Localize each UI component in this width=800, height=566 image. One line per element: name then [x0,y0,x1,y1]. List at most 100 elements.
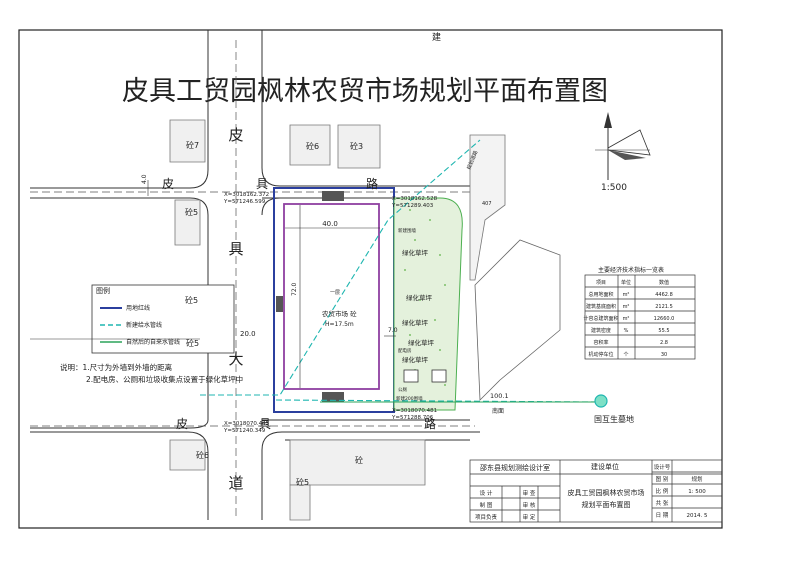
north-road-char: 皮 [162,177,174,191]
east-block [469,134,506,281]
road-centerlines [30,40,475,520]
green-label: 绿化草坪 [408,338,435,347]
table-cell: 总用地面积 [588,291,613,298]
tb-right-value: 规划 [691,475,702,483]
west-road-char: 皮 [228,126,243,144]
building-label: 砼5 [185,207,198,217]
tb-right-value: 1: 500 [688,489,706,495]
tb-institute: 邵东县规划测绘设计室 [480,463,550,472]
coord-y: Y=571288.706 [391,415,434,421]
site-side-note: 配电房 [398,347,412,354]
drawing-frame [18,29,723,529]
south-road-char: 具 [259,417,271,431]
market-building-outline [283,203,380,390]
coord-y: Y=571289.403 [391,203,434,209]
gate-marks [276,191,344,402]
table-cell: 55.5 [658,328,669,334]
south-road-char: 路 [424,416,436,431]
table-cell: 机动停车位 [588,351,613,358]
drawing-title: 皮具工贸园枫林农贸市场规划平面布置图 [122,76,608,107]
tb-role-left: 项目负责 [475,513,498,521]
table-cell: 2.8 [660,340,668,346]
table-cell: % [624,328,629,334]
building-label: 砼5 [296,477,309,487]
legend-box [91,284,235,354]
table-header: 单位 [621,279,631,286]
coord-x: X=3018070.481 [392,408,437,414]
green-label: 绿化草坪 [402,318,429,327]
cemetery-marker [594,394,608,408]
scale-label: 1:500 [601,183,627,193]
tb-role-left: 制 图 [480,501,493,509]
green-label: 绿化草坪 [402,355,429,364]
green-label: 绿化草坪 [402,248,429,257]
legend-label-water-old: 自然后的自来水管线 [126,339,181,346]
east-block-label: 407 [482,201,492,207]
power-room [431,369,447,383]
building-label: 砼5 [186,338,199,348]
pipe-distance: 100.1 [490,392,509,400]
green-label: 绿化草坪 [406,293,433,302]
south-road-right-label: 南面 [492,407,504,415]
coord-y: Y=571240.349 [223,428,266,434]
north-road-width: 4.0 [141,174,148,184]
dimension-lines [30,180,396,388]
site-side-note: 新建围墙 [398,227,416,234]
note-2: 2.配电房、公厕和垃圾收集点设置于绿化草坪中 [86,375,244,384]
title-block-text: 邵东县规划测绘设计室建设单位皮具工贸园枫林农贸市场规划平面布置图设 计制 图项目… [475,462,708,521]
table-cell: 4462.8 [655,292,673,298]
table-header: 项目 [596,280,606,286]
table-cell: m² [623,316,630,322]
east-parcel [474,239,561,401]
tb-right-label: 共 张 [656,499,669,507]
market-building-name: 农贸市场 砼 [322,309,357,318]
table-cell: 30 [661,352,667,358]
table-cell: 建筑密度 [591,327,611,334]
green-area [393,197,463,411]
site-annotations: 农贸市场 砼H=17.5m一层40.072.07.0绿化草坪绿化草坪绿化草坪绿化… [223,192,509,434]
title-block-grid [469,459,723,523]
center-mark: 一层 [330,290,340,296]
toilet-building [403,369,419,383]
indicator-table-title: 主要经济技术指标一览表 [598,267,665,274]
note-1: 说明：1.尺寸为外墙到外墙的距离 [60,363,173,372]
indicator-table [584,274,696,360]
north-arrow-icon [595,112,651,180]
table-cell: 2121.5 [655,304,673,310]
building-label: 砼5 [185,295,198,305]
table-cell: 建筑基底面积 [586,303,616,310]
north-road-char: 具 [256,177,268,191]
tb-role-mid: 审 定 [523,513,536,521]
coord-x: X=3018162.528 [392,196,438,202]
coord-x: X=3018070.445 [224,421,270,427]
green-texture [404,209,446,386]
tb-right-label: 日 期 [656,512,669,519]
building-label: 砼6 [196,450,209,460]
west-road-char: 道 [228,474,243,492]
coord-y: Y=571246.599 [223,199,266,205]
east-road-label: 建 [432,31,441,43]
table-cell: 容积率 [593,339,608,346]
table-cell: 个 [623,352,628,358]
coord-x: X=3018162.372 [224,192,269,198]
south-road-char: 皮 [176,417,188,431]
tb-project-name: 皮具工贸园枫林农贸市场 [568,488,645,497]
tb-right-label: 比 例 [656,487,669,495]
legend-label-red-line: 用地红线 [126,305,151,312]
tb-role-mid: 审 查 [523,489,536,497]
west-road-char: 具 [228,240,243,258]
table-cell: 计容总建筑面积 [583,315,618,322]
tb-client-label: 建设单位 [591,462,619,471]
tb-role-left: 设 计 [480,489,493,497]
legend-title: 图例 [96,287,110,295]
tb-right-label: 图 别 [656,475,669,483]
north-road-char: 路 [366,176,378,191]
setback-east: 7.0 [388,327,398,334]
tb-role-mid: 审 核 [523,501,536,509]
building-label: 砼6 [306,141,319,151]
table-cell: m² [623,304,630,310]
site-side-note: 公厕 [398,387,407,393]
legend-label-water-new: 新建给水管线 [126,322,163,329]
